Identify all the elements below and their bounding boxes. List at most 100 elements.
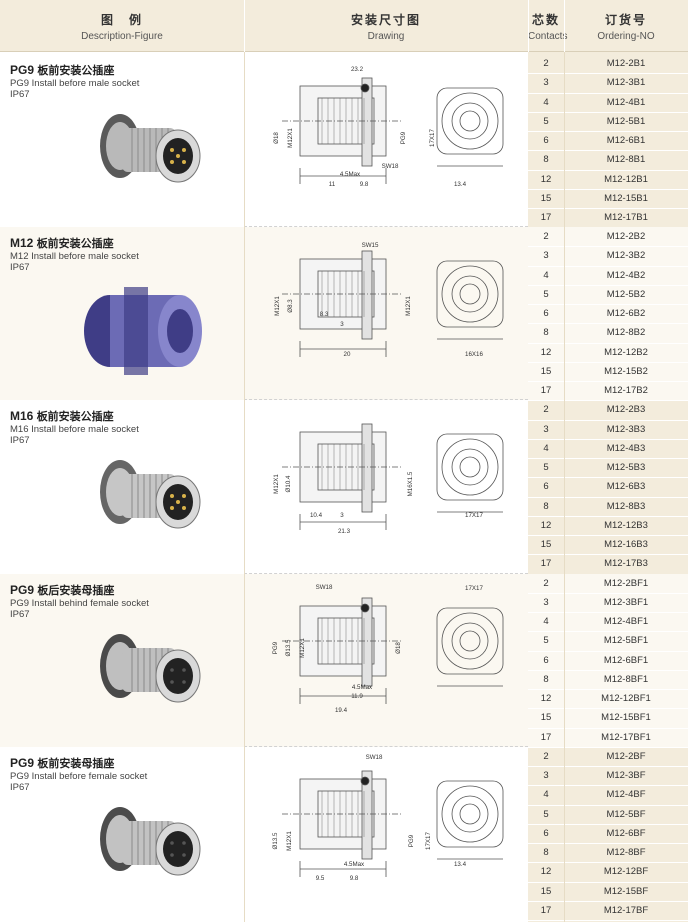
drawing-lines [282, 423, 504, 531]
row-divider [528, 438, 688, 440]
row-divider [528, 208, 688, 209]
connector-socket-hole [170, 852, 174, 857]
section-divider [244, 399, 528, 401]
contacts-cell: 5 [543, 288, 549, 300]
row-divider [528, 592, 688, 594]
connector-pin [182, 160, 186, 164]
dimension-label: SW18 [382, 163, 399, 170]
ordering-number-cell: M12-12B3 [604, 519, 648, 531]
section-subtitle: M16 Install before male socket [10, 424, 139, 436]
dimension-label: SW15 [362, 242, 379, 249]
row-divider [528, 727, 688, 729]
contacts-cell: 3 [543, 77, 549, 89]
header-ordering-cn: 订货号 [604, 13, 647, 27]
contacts-cell: 2 [543, 577, 549, 589]
section-title-code: PG9 [10, 63, 35, 77]
ordering-number-cell: M12-5B3 [606, 462, 646, 474]
connector-photo [100, 460, 201, 529]
connector-socket-hole [170, 679, 174, 684]
ordering-number-cell: M12-15BF1 [601, 712, 651, 724]
section-subtitle: M12 Install before male socket [10, 251, 139, 263]
section-ip-rating: IP67 [10, 262, 30, 274]
dimension-label: M12X1 [286, 830, 293, 850]
dimension-label: PG9 [272, 641, 279, 654]
connector-nut-shape [124, 287, 148, 376]
ordering-number-cell: M12-8B1 [606, 154, 646, 166]
contacts-cell: 15 [540, 712, 552, 724]
ordering-number-cell: M12-16B3 [604, 539, 648, 551]
ordering-number-cell: M12-3B2 [606, 250, 646, 262]
row-divider [528, 843, 688, 845]
contacts-cell: 4 [543, 96, 549, 108]
row-divider [528, 554, 688, 556]
connector-photo [100, 806, 201, 876]
ordering-number-cell: M12-15B2 [604, 365, 648, 377]
ordering-number-cell: M12-2B3 [606, 404, 646, 416]
ordering-number-cell: M12-5B2 [606, 288, 646, 300]
section-title-cn: 板前安装公插座 [36, 238, 114, 251]
header-figure-en: Description-Figure [81, 31, 163, 42]
row-divider [528, 804, 688, 806]
drawing-nut [361, 770, 373, 860]
dimension-label: 17X17 [465, 585, 483, 592]
column-divider [564, 52, 565, 922]
section-title-code: M16 [10, 409, 34, 424]
row-divider [528, 900, 688, 902]
row-divider [528, 612, 688, 614]
connector-face-insert [163, 830, 193, 867]
dimension-label: 10.4 [310, 512, 323, 519]
contacts-cell: 17 [540, 731, 552, 743]
drawing-seal-ring [360, 83, 370, 93]
drawing-front-view [436, 607, 504, 674]
contacts-cell: 15 [540, 885, 552, 897]
drawing-lines [282, 597, 504, 704]
row-divider [528, 131, 688, 132]
row-divider [528, 515, 688, 517]
row-divider [528, 766, 688, 768]
ordering-number-cell: M12-12BF1 [601, 693, 651, 705]
ordering-number-cell: M12-3B1 [606, 77, 646, 89]
row-divider [528, 881, 688, 883]
ordering-number-cell: M12-3BF1 [603, 596, 649, 608]
row-divider [528, 342, 688, 344]
contacts-cell: 5 [543, 462, 549, 474]
table-row: 5 M12-5B3 [528, 458, 688, 477]
contacts-cell: 4 [543, 616, 549, 628]
dimension-label: 19.4 [335, 707, 348, 714]
ordering-number-cell: M12-17B1 [604, 212, 648, 223]
row-divider [528, 381, 688, 383]
connector-pin [170, 148, 174, 152]
row-divider [528, 284, 688, 286]
connector-socket-hole [182, 679, 186, 684]
row-divider [528, 535, 688, 537]
section-title-cn: 板前安装公插座 [36, 411, 114, 424]
contacts-cell: 6 [543, 827, 549, 839]
connector-socket-hole [182, 667, 186, 672]
dimension-label: SW18 [316, 584, 333, 591]
dimension-label: Ø10.4 [285, 475, 292, 492]
header-divider [528, 0, 529, 52]
contacts-cell: 2 [543, 58, 549, 69]
dimension-label: 13.4 [454, 861, 467, 868]
connector-pin [182, 506, 186, 511]
product-section: PG9 板前安装母插座 PG9 Install before female so… [0, 747, 688, 922]
connector-face-insert [163, 657, 193, 694]
contacts-cell: 4 [543, 269, 549, 281]
dimension-label: 9.5 [316, 875, 325, 882]
header-divider [564, 0, 565, 52]
